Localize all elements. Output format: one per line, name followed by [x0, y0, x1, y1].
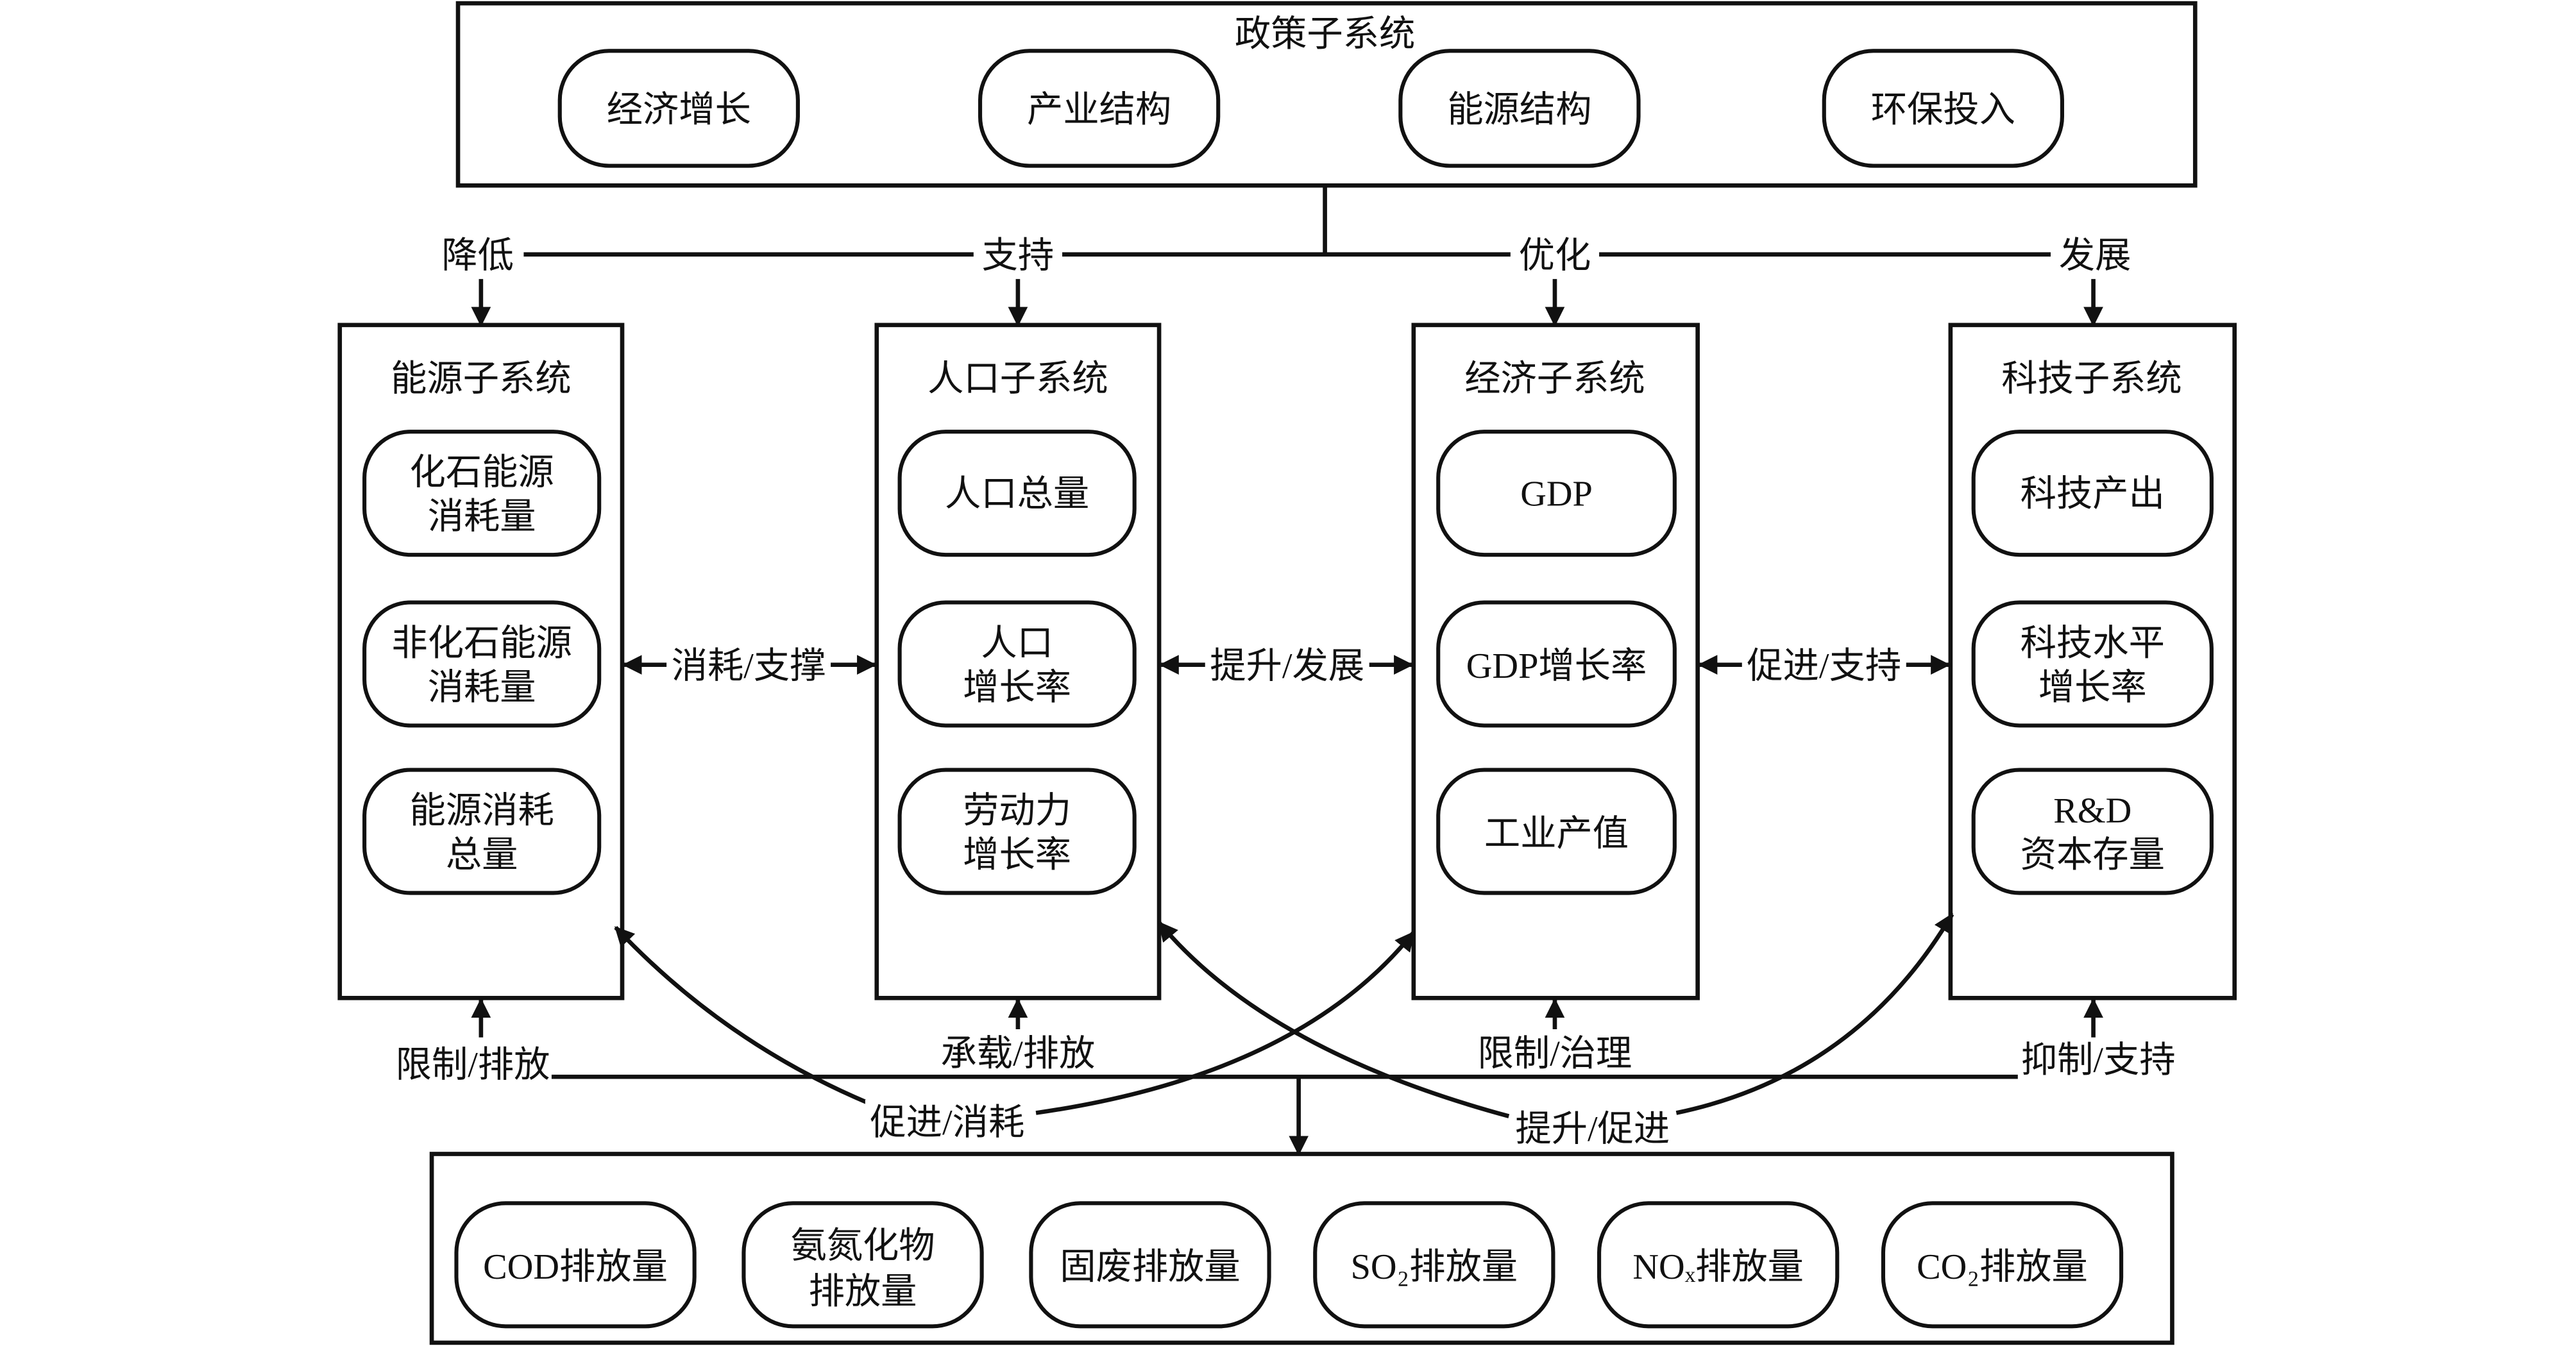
emission-item-label: NOₓ排放量 [1632, 1247, 1804, 1287]
energy-item-label: 总量 [446, 836, 518, 875]
label-background [865, 1100, 1030, 1145]
policy-link-label: 优化 [1519, 236, 1591, 276]
label-background [435, 233, 524, 278]
emission-item-label: 氨氮化物 [790, 1226, 935, 1266]
energy-item-label: 非化石能源 [391, 623, 572, 663]
between-link-label: 消耗/支撑 [672, 646, 826, 686]
policy-item-pill [557, 49, 800, 168]
policy-item-pill [978, 49, 1221, 168]
emission-item-pill [741, 1201, 984, 1329]
population-item-label: 劳动力 [963, 791, 1071, 830]
technology-subsystem-title: 科技子系统 [2001, 359, 2182, 399]
label-background [1205, 643, 1369, 686]
label-background [1741, 643, 1906, 686]
economy-item-label: 工业产值 [1484, 814, 1629, 854]
policy-item-label: 能源结构 [1447, 90, 1591, 130]
policy-link-label: 降低 [441, 236, 514, 276]
energy-item-pill [362, 768, 602, 895]
population-item-label: 增长率 [963, 668, 1071, 707]
feedback-link-label: 承载/排放 [940, 1034, 1095, 1073]
policy-item-pill [1822, 49, 2064, 168]
label-background [973, 233, 1063, 278]
label-background [1510, 1106, 1675, 1151]
policy-item-label: 经济增长 [607, 90, 751, 130]
policy-item: 能源结构 [1398, 49, 1641, 168]
energy-item-label: 能源消耗 [410, 791, 554, 830]
policy-link-label: 发展 [2059, 236, 2131, 276]
energy-item-pill [362, 430, 602, 557]
curve-arrow-to-population [1157, 921, 1510, 1118]
emission-item-label: SO₂排放量 [1351, 1247, 1518, 1287]
technology-item-label: 资本存量 [2021, 836, 2165, 875]
economy-item-pill [1436, 600, 1677, 728]
economy-item-label: GDP增长率 [1466, 646, 1647, 686]
technology-item-label: 增长率 [2038, 668, 2147, 707]
feedback-link-label: 限制/治理 [1478, 1034, 1632, 1073]
energy-item-label: 消耗量 [428, 497, 536, 537]
emission-item-pill [1597, 1201, 1840, 1329]
population-item-pill [897, 768, 1137, 895]
emission-item-pill [1313, 1201, 1555, 1329]
cross-link-label: 提升/促进 [1515, 1109, 1670, 1149]
cross-link-label: 促进/消耗 [870, 1103, 1024, 1143]
policy-item: 经济增长 [557, 49, 800, 168]
energy-item-pill [362, 600, 602, 728]
emission-item-label: 固废排放量 [1060, 1247, 1240, 1287]
population-item-label: 人口 [981, 623, 1053, 663]
curve-arrow-to-technology [1675, 913, 1954, 1115]
curve-arrow-to-energy [614, 925, 870, 1106]
population-item-pill [897, 600, 1137, 728]
technology-item-pill [1971, 600, 2214, 728]
policy-item-label: 环保投入 [1871, 90, 2015, 130]
policy-link-label: 支持 [982, 236, 1055, 276]
energy-item-label: 化石能源 [410, 453, 554, 492]
energy-subsystem-title: 能源子系统 [391, 359, 571, 399]
between-link-label: 促进/支持 [1747, 646, 1901, 686]
policy-item: 环保投入 [1822, 49, 2064, 168]
technology-item-pill [1971, 768, 2214, 895]
label-background [2051, 233, 2140, 278]
policy-item: 产业结构 [978, 49, 1221, 168]
emission-item-label: COD排放量 [483, 1247, 668, 1287]
economy-item-label: GDP [1520, 474, 1593, 514]
label-background [666, 643, 831, 686]
policy-item-label: 产业结构 [1027, 90, 1171, 130]
feedback-link-label: 抑制/支持 [2021, 1041, 2176, 1081]
population-item-pill [897, 430, 1137, 557]
population-item-label: 增长率 [963, 836, 1071, 875]
label-background [1510, 233, 1600, 278]
between-link-label: 提升/发展 [1210, 646, 1364, 686]
technology-item-pill [1971, 430, 2214, 557]
policy-item-pill [1398, 49, 1641, 168]
population-item-label: 人口总量 [945, 474, 1089, 514]
emission-item-pill [1881, 1201, 2124, 1329]
technology-item-label: R&D [2053, 791, 2131, 830]
population-subsystem-title: 人口子系统 [928, 359, 1108, 399]
economy-item-pill [1436, 430, 1677, 557]
emission-item-pill [1029, 1201, 1271, 1329]
curve-arrow-to-economy [1035, 930, 1416, 1115]
feedback-link-label: 限制/排放 [396, 1045, 550, 1085]
energy-item-label: 消耗量 [428, 668, 536, 707]
policy-subsystem-title: 政策子系统 [1235, 15, 1415, 55]
emission-item-pill [454, 1201, 697, 1329]
technology-item-label: 科技水平 [2021, 623, 2165, 663]
economy-item-pill [1436, 768, 1677, 895]
emission-item-label: CO₂排放量 [1917, 1247, 2088, 1287]
emission-item-label: 排放量 [809, 1272, 917, 1311]
economy-subsystem-title: 经济子系统 [1464, 359, 1645, 399]
technology-item-label: 科技产出 [2021, 474, 2165, 514]
